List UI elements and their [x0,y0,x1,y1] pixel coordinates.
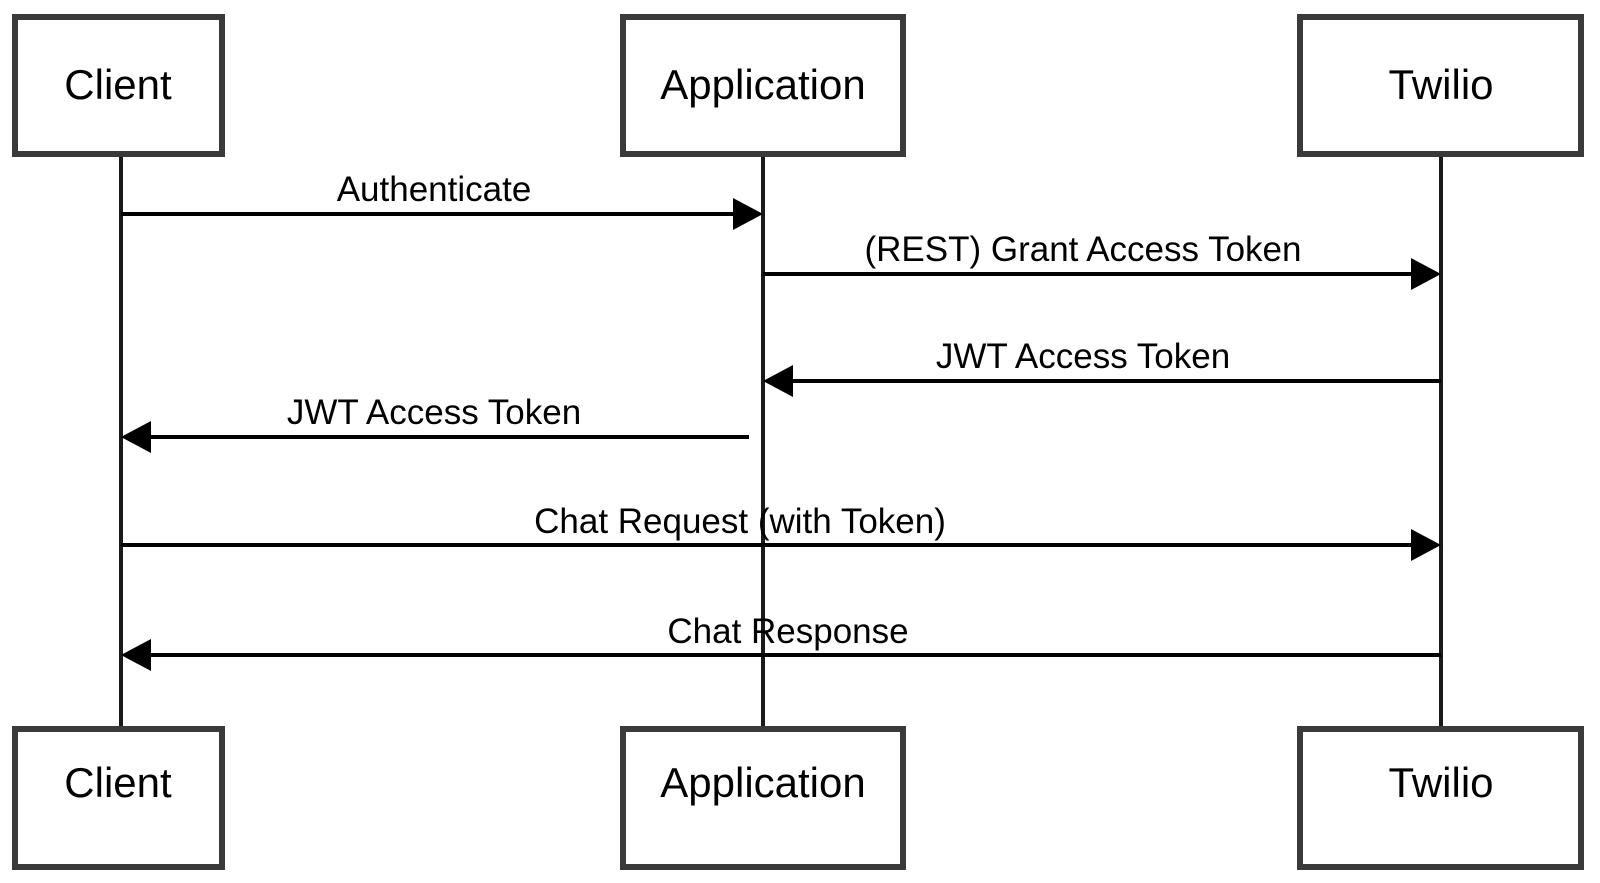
participant-footer-boxes: Client Application Twilio [12,726,1584,870]
message-label: Chat Response [667,612,908,651]
participant-label: Client [64,61,172,108]
participant-label: Twilio [1388,61,1493,108]
participant-header-boxes: Client Application Twilio [12,14,1584,157]
participant-label: Application [660,61,865,108]
participant-box [620,14,906,157]
messages-group: Authenticate (REST) Grant Access Token J… [121,170,1441,671]
message-jwt-access-token-app-to-client[interactable]: JWT Access Token [121,393,749,453]
participant-box [1297,726,1584,870]
message-label: Authenticate [337,170,532,209]
message-jwt-access-token-twilio-to-app[interactable]: JWT Access Token [763,337,1441,397]
participant-application-bottom[interactable]: Application [620,726,906,870]
message-label: JWT Access Token [287,393,581,432]
arrow-head-left [121,639,151,671]
participant-client-bottom[interactable]: Client [12,726,225,870]
message-label: Chat Request (with Token) [534,502,946,541]
arrow-head-left [121,421,151,453]
arrow-head-right [1411,529,1441,561]
participant-label: Twilio [1388,759,1493,806]
participant-client-top[interactable]: Client [12,14,225,157]
arrow-head-right [1411,258,1441,290]
participant-box [1297,14,1584,157]
participant-twilio-bottom[interactable]: Twilio [1297,726,1584,870]
participant-box [12,726,225,870]
participant-application-top[interactable]: Application [620,14,906,157]
arrow-head-right [733,198,763,230]
participant-label: Application [660,759,865,806]
message-chat-response[interactable]: Chat Response [121,612,1441,671]
participant-twilio-top[interactable]: Twilio [1297,14,1584,157]
message-rest-grant-access-token[interactable]: (REST) Grant Access Token [763,230,1441,290]
lifelines-group [119,157,1443,726]
participant-box [12,14,225,157]
message-authenticate[interactable]: Authenticate [121,170,763,230]
participant-label: Client [64,759,172,806]
message-chat-request[interactable]: Chat Request (with Token) [121,502,1441,561]
participant-box [620,726,906,870]
message-label: (REST) Grant Access Token [864,230,1301,269]
message-label: JWT Access Token [936,337,1230,376]
arrow-head-left [763,365,793,397]
